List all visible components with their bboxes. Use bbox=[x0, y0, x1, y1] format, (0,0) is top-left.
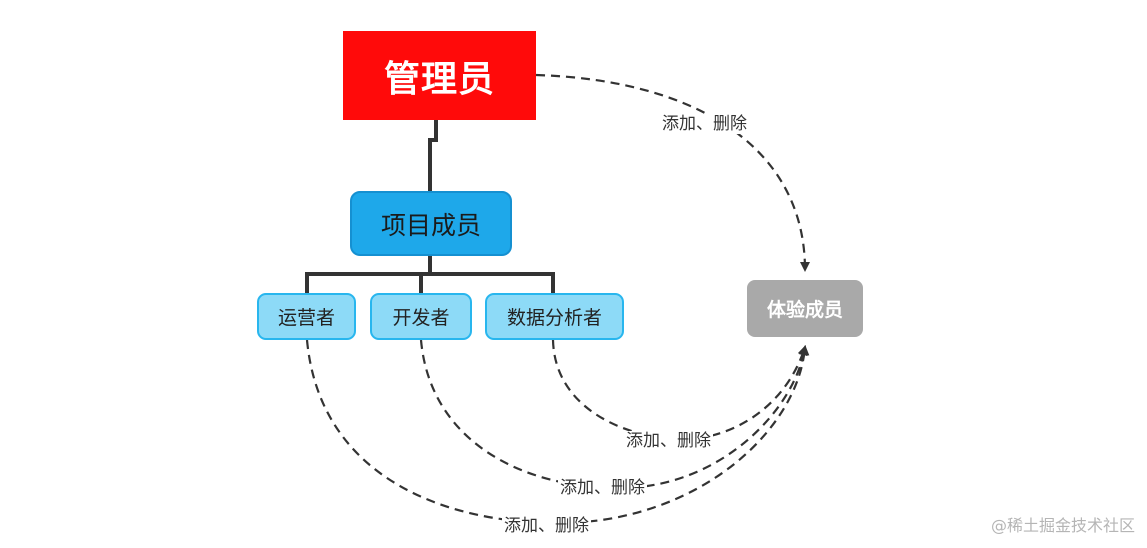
developer-label: 开发者 bbox=[392, 307, 450, 329]
project-to-roles-connector bbox=[305, 256, 555, 293]
operations-node: 运营者 bbox=[257, 293, 356, 340]
data-analyst-edge-label: 添加、删除 bbox=[624, 431, 713, 451]
admin-to-project-connector bbox=[428, 120, 438, 191]
developer-to-experience-arrow bbox=[419, 339, 809, 490]
developer-node: 开发者 bbox=[370, 293, 472, 340]
experience-members-label: 体验成员 bbox=[766, 299, 843, 321]
experience-members-node: 体验成员 bbox=[747, 280, 863, 337]
admin-edge-label: 添加、删除 bbox=[660, 114, 749, 134]
admin-node: 管理员 bbox=[343, 31, 536, 120]
project-members-node: 项目成员 bbox=[350, 191, 512, 256]
watermark: @稀土掘金技术社区 bbox=[990, 516, 1135, 535]
data-analyst-to-experience-arrow bbox=[551, 339, 808, 441]
admin-to-experience-arrow bbox=[535, 73, 810, 272]
project-members-label: 项目成员 bbox=[380, 210, 481, 240]
developer-edge-label: 添加、删除 bbox=[558, 478, 647, 498]
admin-label: 管理员 bbox=[383, 58, 495, 100]
data-analyst-label: 数据分析者 bbox=[506, 307, 602, 329]
data-analyst-node: 数据分析者 bbox=[485, 293, 624, 340]
operations-edge-label: 添加、删除 bbox=[502, 516, 591, 536]
operations-label: 运营者 bbox=[277, 307, 335, 329]
operations-to-experience-arrow bbox=[305, 339, 810, 525]
